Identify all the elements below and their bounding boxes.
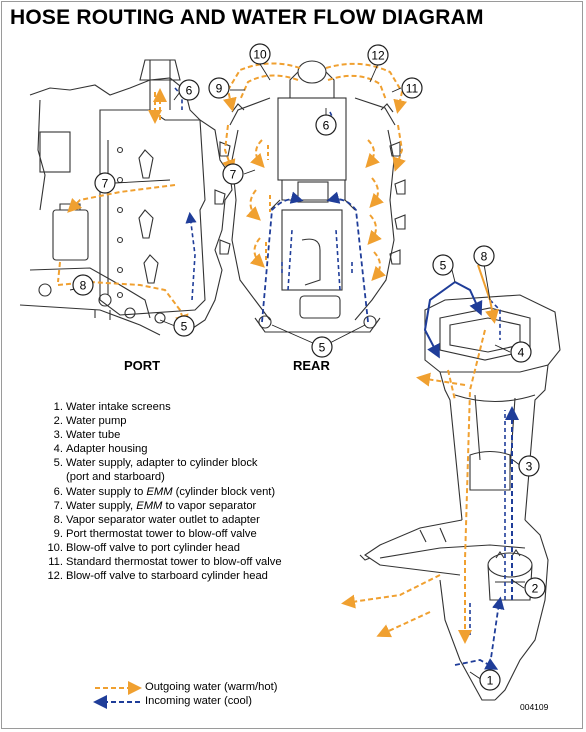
legend-item-text: (cylinder block vent): [172, 485, 276, 498]
legend-item-text: Water supply to: [66, 485, 147, 498]
svg-text:7: 7: [230, 168, 237, 182]
gearcase-flow-lines: [341, 264, 519, 670]
legend-item: 2.Water pump: [36, 414, 282, 428]
callout-1: 1: [479, 669, 501, 691]
legend-item-number: 2.: [53, 415, 63, 428]
svg-text:6: 6: [323, 119, 330, 133]
callout-10: 10: [249, 43, 271, 65]
callout-8-port: 8: [72, 274, 94, 296]
legend-item-text: EMM: [136, 499, 163, 512]
gearcase-view: [359, 294, 561, 701]
svg-text:1: 1: [487, 674, 494, 688]
legend-item: 11.Standard thermostat tower to blow-off…: [36, 555, 282, 569]
outgoing-water-label: Outgoing water (warm/hot): [145, 681, 278, 693]
legend-item-text: Port thermostat tower to blow-off valve: [66, 527, 257, 540]
legend-item-number: 8.: [53, 513, 63, 526]
legend-item-number: 3.: [53, 429, 63, 442]
legend-item-number: 10.: [47, 541, 63, 554]
svg-text:11: 11: [406, 82, 419, 96]
legend-item: 7.Water supply, EMM to vapor separator: [36, 499, 282, 513]
legend-item: 12.Blow-off valve to starboard cylinder …: [36, 569, 282, 583]
svg-text:5: 5: [181, 320, 188, 334]
legend-item: 9.Port thermostat tower to blow-off valv…: [36, 527, 282, 541]
svg-text:5: 5: [440, 259, 447, 273]
callout-12: 12: [367, 44, 389, 66]
legend-item: 8.Vapor separator water outlet to adapte…: [36, 513, 282, 527]
legend-item-number: 1.: [53, 401, 63, 413]
rear-flow-lines: [222, 62, 408, 323]
legend-item-number: 6.: [53, 485, 63, 498]
legend-item-text: Adapter housing: [66, 443, 148, 456]
legend-item-text: Water supply, adapter to cylinder block: [66, 457, 258, 470]
legend-item-number: 12.: [47, 570, 63, 583]
port-view: [19, 59, 233, 336]
legend-item: 3.Water tube: [36, 428, 282, 442]
incoming-water-label: Incoming water (cool): [145, 695, 252, 707]
svg-text:4: 4: [518, 346, 525, 360]
legend-item-text: Water pump: [66, 415, 127, 428]
legend-item-text: EMM: [146, 485, 173, 498]
callout-7-rear: 7: [222, 163, 244, 185]
callout-2: 2: [524, 577, 546, 599]
svg-text:10: 10: [253, 48, 267, 62]
legend-item-number: 9.: [53, 527, 63, 540]
svg-text:5: 5: [319, 341, 326, 355]
legend-item-text: Standard thermostat tower to blow-off va…: [66, 556, 282, 569]
callout-3: 3: [518, 455, 540, 477]
legend-item-text: Water tube: [66, 429, 121, 442]
legend-item: 10.Blow-off valve to port cylinder head: [36, 541, 282, 555]
legend-item-number: 4.: [53, 443, 63, 456]
legend-item-continuation: (port and starboard): [66, 471, 165, 484]
callout-5-rear: 5: [311, 336, 333, 358]
figure-id: 004109: [520, 702, 549, 712]
callout-5-port: 5: [173, 315, 195, 337]
legend-item-number: 11.: [48, 556, 63, 569]
port-view-label: PORT: [124, 358, 161, 373]
callout-4: 4: [510, 341, 532, 363]
callout-7-port: 7: [94, 172, 116, 194]
legend-item-text: Vapor separator water outlet to adapter: [66, 513, 260, 526]
callout-6-rear: 6: [315, 114, 337, 136]
svg-text:6: 6: [186, 84, 193, 98]
legend-item: 1.Water intake screens: [36, 400, 282, 414]
svg-text:8: 8: [80, 279, 87, 293]
svg-text:7: 7: [102, 177, 109, 191]
svg-text:2: 2: [532, 582, 539, 596]
callout-11: 11: [401, 77, 423, 99]
legend-item: 4.Adapter housing: [36, 442, 282, 456]
legend-item: 6.Water supply to EMM (cylinder block ve…: [36, 485, 282, 499]
legend-item-text: Water supply,: [66, 499, 137, 512]
svg-text:9: 9: [216, 82, 223, 96]
rear-view-label: REAR: [293, 358, 330, 373]
legend-item-text: Blow-off valve to starboard cylinder hea…: [66, 570, 268, 583]
legend-item-number: 5.: [53, 457, 63, 470]
svg-text:12: 12: [371, 49, 385, 63]
legend-item-text: Water intake screens: [66, 401, 171, 413]
svg-text:3: 3: [526, 460, 533, 474]
callout-6-port: 6: [178, 79, 200, 101]
legend-item-number: 7.: [53, 499, 63, 512]
svg-text:8: 8: [481, 250, 488, 264]
callout-8-adapter: 8: [473, 245, 495, 267]
legend-item: 5.Water supply, adapter to cylinder bloc…: [36, 456, 282, 470]
legend-item-text: to vapor separator: [162, 499, 257, 512]
diagram-title: HOSE ROUTING AND WATER FLOW DIAGRAM: [10, 6, 484, 29]
legend-item-text: Blow-off valve to port cylinder head: [66, 541, 240, 554]
callout-9: 9: [208, 77, 230, 99]
callout-5-adapter: 5: [432, 254, 454, 276]
